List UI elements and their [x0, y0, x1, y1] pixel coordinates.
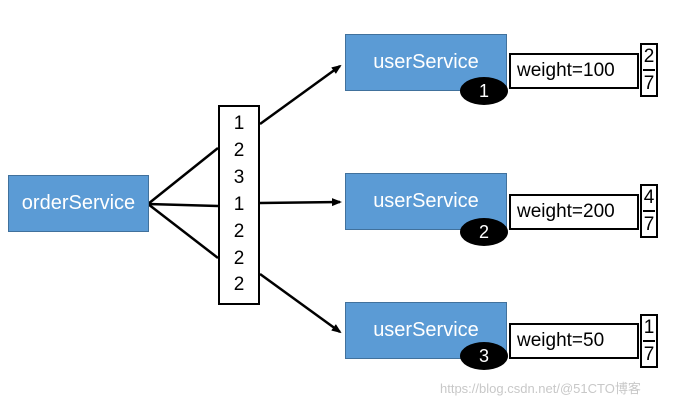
ratio-denominator: 7	[643, 214, 655, 235]
fraction-bar	[643, 340, 655, 342]
sequence-item: 1	[233, 113, 245, 135]
ratio-fraction-1: 2 7	[640, 43, 658, 97]
fan-line-top	[147, 147, 219, 205]
order-service-node: orderService	[8, 175, 149, 232]
ratio-numerator: 4	[643, 187, 655, 208]
fraction-bar	[643, 210, 655, 212]
sequence-item: 2	[233, 247, 245, 269]
weight-label-1: weight=100	[509, 53, 639, 89]
sequence-item: 2	[233, 220, 245, 242]
sequence-item: 3	[233, 167, 245, 189]
ratio-denominator: 7	[643, 344, 655, 365]
server-number-badge-1: 1	[460, 77, 508, 105]
arrow-to-server-3	[259, 272, 342, 334]
fraction-bar	[643, 69, 655, 71]
server-number-badge-3: 3	[460, 342, 508, 370]
sequence-item: 2	[233, 274, 245, 296]
fan-line-mid	[147, 202, 219, 208]
sequence-item: 2	[233, 140, 245, 162]
ratio-numerator: 2	[643, 46, 655, 67]
arrow-to-server-1	[259, 64, 342, 126]
watermark-text: https://blog.csdn.net/@51CTO博客	[440, 381, 641, 396]
fan-line-bottom	[147, 203, 219, 259]
sequence-item: 1	[233, 193, 245, 215]
weight-label-2: weight=200	[509, 194, 639, 230]
ratio-denominator: 7	[643, 73, 655, 94]
user-service-node-3: userService	[345, 302, 507, 359]
ratio-fraction-3: 1 7	[640, 314, 658, 368]
server-number-badge-2: 2	[460, 218, 508, 246]
weight-label-3: weight=50	[509, 323, 639, 359]
arrow-to-server-2	[259, 198, 342, 207]
ratio-fraction-2: 4 7	[640, 184, 658, 238]
ratio-numerator: 1	[643, 317, 655, 338]
request-sequence: 1 2 3 1 2 2 2	[218, 105, 260, 305]
